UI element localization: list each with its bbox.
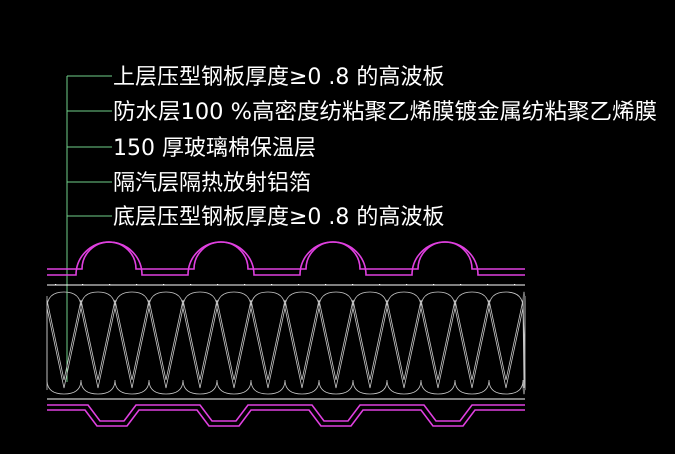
lower-sheet-upper-line [47,404,525,422]
membrane-tick [433,284,435,286]
membrane-tick [136,284,138,286]
upper-sheet-outer-line [47,241,525,270]
membrane-tick [109,284,111,286]
upper-profiled-steel-sheet [47,241,525,276]
membrane-tick [406,284,408,286]
callout-label-upper-steel-sheet: 上层压型钢板厚度≥0 .8 的高波板 [113,65,444,90]
membrane-tick [379,284,381,286]
membrane-tick-marks [55,284,516,286]
callout-label-waterproof-layer: 防水层100 %高密度纺粘聚乙烯膜镀金属纺粘聚乙烯膜 [113,100,657,125]
upper-sheet-inner-line [47,241,525,276]
callout-label-glass-wool-insulation: 150 厚玻璃棉保温层 [113,136,316,161]
callout-labels: 上层压型钢板厚度≥0 .8 的高波板 防水层100 %高密度纺粘聚乙烯膜镀金属纺… [113,65,657,230]
membrane-tick [217,284,219,286]
membrane-tick [271,284,273,286]
membrane-tick [514,284,516,286]
membrane-tick [460,284,462,286]
leader-lines [66,75,112,382]
glass-wool-insulation [46,291,526,395]
callout-label-vapor-barrier-foil: 隔汽层隔热放射铝箔 [113,171,311,196]
membrane-tick [55,284,57,286]
membrane-tick [298,284,300,286]
membrane-tick [82,284,84,286]
callout-label-lower-steel-sheet: 底层压型钢板厚度≥0 .8 的高波板 [113,205,444,230]
lower-profiled-steel-sheet [47,404,525,427]
membrane-tick [244,284,246,286]
insulation-hatch [46,291,526,395]
lower-sheet-lower-line [47,409,525,427]
membrane-tick [190,284,192,286]
membrane-tick [352,284,354,286]
membrane-tick [487,284,489,286]
membrane-tick [163,284,165,286]
membrane-tick [325,284,327,286]
